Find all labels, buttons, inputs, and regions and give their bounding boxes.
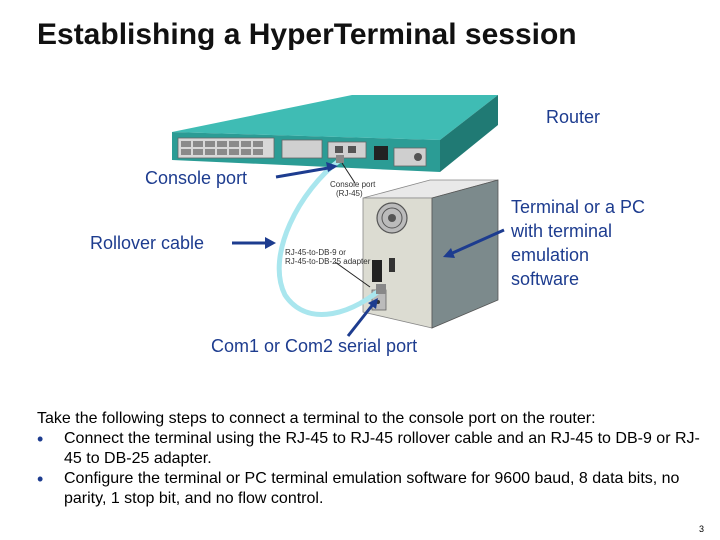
- bullet-icon: •: [37, 469, 43, 489]
- list-item: • Configure the terminal or PC terminal …: [37, 469, 707, 509]
- console-port-label: Console port: [145, 166, 247, 190]
- console-port-callout-line1: Console port: [330, 180, 375, 189]
- adapter-callout: RJ-45-to-DB-9 or RJ-45-to-DB-25 adapter: [285, 248, 370, 266]
- com-port-label: Com1 or Com2 serial port: [211, 334, 417, 358]
- router-illustration: [172, 95, 498, 172]
- cable-connector-pc: [376, 284, 386, 294]
- page-number: 3: [699, 524, 704, 534]
- console-port-callout: Console port (RJ-45): [330, 180, 375, 198]
- list-item-text: Connect the terminal using the RJ-45 to …: [64, 430, 700, 467]
- terminal-label: Terminal or a PC with terminal emulation…: [511, 195, 661, 291]
- router-label: Router: [546, 105, 600, 129]
- adapter-callout-line1: RJ-45-to-DB-9 or: [285, 248, 370, 257]
- instructions: Take the following steps to connect a te…: [37, 409, 707, 509]
- list-item: • Connect the terminal using the RJ-45 t…: [37, 429, 707, 469]
- pc-illustration: [363, 180, 498, 328]
- instructions-intro: Take the following steps to connect a te…: [37, 409, 707, 429]
- list-item-text: Configure the terminal or PC terminal em…: [64, 470, 679, 507]
- bullet-icon: •: [37, 429, 43, 449]
- cable-connector-router: [336, 155, 344, 163]
- instructions-list: • Connect the terminal using the RJ-45 t…: [37, 429, 707, 509]
- adapter-callout-line2: RJ-45-to-DB-25 adapter: [285, 257, 370, 266]
- rollover-cable-label: Rollover cable: [90, 231, 204, 255]
- console-port-callout-line2: (RJ-45): [330, 189, 375, 198]
